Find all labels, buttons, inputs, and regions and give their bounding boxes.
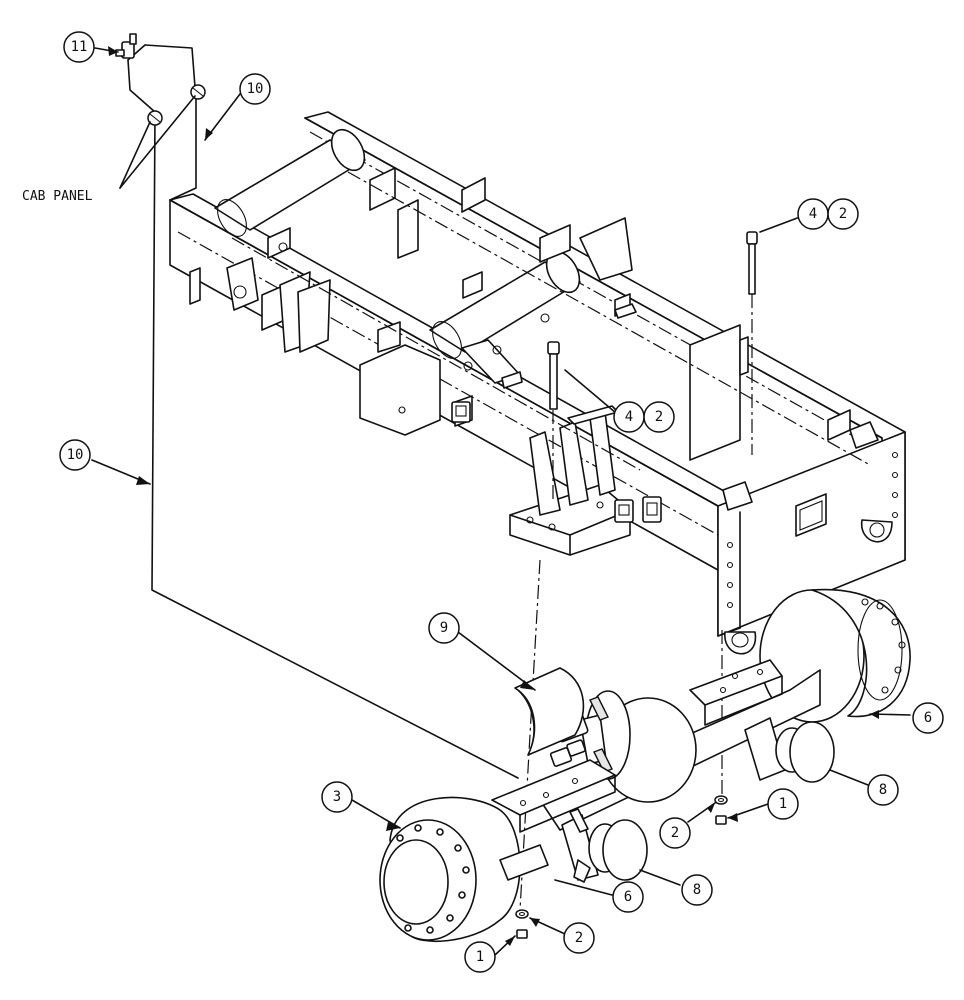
callout-1-rear: 1 [767, 788, 799, 820]
callout-2-rear-bolt-text: 2 [839, 206, 847, 222]
brake-drum-left [379, 796, 549, 943]
callout-8-left: 8 [681, 874, 713, 906]
switch-connector [115, 33, 137, 59]
callout-2-front-bolt: 2 [643, 401, 675, 433]
callout-10-top-text: 10 [247, 81, 264, 97]
u-bolt-front [547, 341, 560, 410]
callout-2-rear-washer: 2 [659, 817, 691, 849]
callout-2-front-washer: 2 [563, 922, 595, 954]
callout-2-front-bolt-text: 2 [655, 409, 663, 425]
leader-lines [91, 47, 911, 956]
callout-2-rear-washer-text: 2 [671, 825, 679, 841]
brake-chamber-right [744, 717, 835, 783]
callout-4-front-text: 4 [625, 409, 633, 425]
hardware-front [515, 909, 529, 939]
callout-4-rear-text: 4 [809, 206, 817, 222]
callout-3: 3 [321, 781, 353, 813]
callout-3-text: 3 [333, 789, 341, 805]
arrowheads [108, 46, 879, 946]
callout-6-left-text: 6 [624, 889, 632, 905]
callout-4-rear: 4 [797, 198, 829, 230]
hardware-rear [714, 795, 728, 825]
brake-drum-right [759, 588, 911, 723]
axle-assembly [379, 588, 911, 943]
cross-tube-rear [429, 250, 581, 359]
cross-tube-front [214, 128, 366, 237]
callout-6-right: 6 [912, 702, 944, 734]
callout-2-rear-bolt: 2 [827, 198, 859, 230]
callout-1-front-text: 1 [476, 949, 484, 965]
callout-11-text: 11 [71, 39, 88, 55]
driveshaft-cover [514, 667, 585, 756]
callout-10-left-text: 10 [67, 447, 84, 463]
callout-10-top: 10 [239, 73, 271, 105]
callout-4-front: 4 [613, 401, 645, 433]
callout-1-front: 1 [464, 941, 496, 973]
chassis-frame [169, 111, 906, 655]
u-bolt-rear [746, 231, 758, 295]
brake-chamber-left [561, 808, 648, 883]
callout-11: 11 [63, 31, 95, 63]
callout-2-front-washer-text: 2 [575, 930, 583, 946]
callout-9-text: 9 [440, 620, 448, 636]
callout-8-right: 8 [867, 774, 899, 806]
cab-panel-label: CAB PANEL [22, 189, 93, 204]
callout-6-right-text: 6 [924, 710, 932, 726]
callout-9: 9 [428, 612, 460, 644]
callout-10-left: 10 [59, 439, 91, 471]
callout-1-rear-text: 1 [779, 796, 787, 812]
callout-8-right-text: 8 [879, 782, 887, 798]
callout-8-left-text: 8 [693, 882, 701, 898]
callout-6-left: 6 [612, 881, 644, 913]
